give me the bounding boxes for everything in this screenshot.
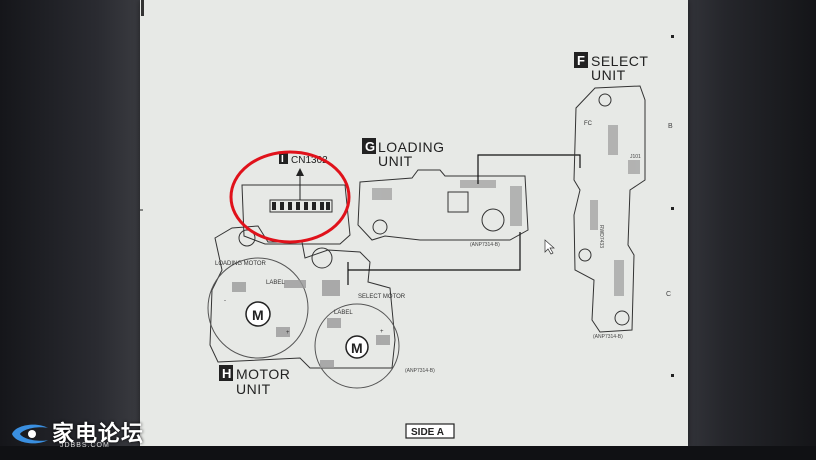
forum-logo-icon	[12, 424, 48, 444]
plus-sign-1: +	[286, 330, 290, 336]
loading-unit-line1: LOADING	[378, 139, 445, 155]
j101-label: J101	[630, 154, 641, 160]
mouse-cursor-icon	[544, 239, 555, 255]
label-text-2: LABEL	[334, 310, 353, 316]
rwd-label: RWD7433	[598, 225, 604, 248]
select-unit-part: (ANP7314-B)	[593, 334, 623, 340]
plus-sign-2: +	[380, 329, 384, 335]
select-unit-line2: UNIT	[591, 67, 626, 83]
motor-m-label: M	[252, 307, 264, 323]
watermark-url: JDBBS.COM	[60, 442, 110, 449]
side-a-label: SIDE A	[405, 423, 455, 439]
connector-pins	[272, 202, 330, 210]
select-unit-title: F SELECT UNIT	[574, 52, 648, 83]
loading-unit-part: (ANP7314-B)	[470, 242, 500, 248]
svg-text:I: I	[281, 154, 284, 165]
svg-text:H: H	[222, 366, 231, 381]
motor-unit-title: H MOTOR UNIT	[219, 365, 290, 397]
loading-unit-title: G LOADING UNIT	[362, 138, 445, 169]
grid-label-c: C	[666, 291, 671, 298]
connector-name: CN1302	[291, 155, 328, 166]
loading-unit-traces	[372, 180, 522, 226]
motor-unit-board	[207, 225, 400, 389]
select-unit-line1: SELECT	[591, 53, 648, 69]
arrow-up-icon	[296, 168, 304, 176]
svg-text:F: F	[577, 53, 585, 68]
select-motor-symbol: M	[345, 335, 369, 359]
pcb-diagram: M M LOADING MOTOR SELECT MOTOR LABEL LAB…	[139, 0, 674, 439]
loading-unit-board	[357, 169, 529, 241]
fc-label: FC	[584, 121, 593, 127]
motor-unit-part: (ANP7314-B)	[405, 368, 435, 374]
grid-label-b: B	[668, 123, 673, 130]
svg-text:G: G	[365, 139, 375, 154]
connector-board	[241, 184, 351, 245]
motor-m-label-2: M	[351, 340, 363, 356]
label-text-1: LABEL	[266, 280, 285, 286]
connecting-wires	[347, 154, 581, 285]
connector-title: I CN1302	[279, 152, 328, 166]
motor-unit-line2: UNIT	[236, 381, 271, 397]
monitor-bezel-left	[0, 0, 140, 460]
red-highlight-circle	[229, 150, 351, 244]
loading-motor-text: LOADING MOTOR	[215, 261, 267, 267]
loading-unit-line2: UNIT	[378, 153, 413, 169]
motor-unit-line1: MOTOR	[236, 366, 290, 382]
watermark-text: 家电论坛	[52, 422, 145, 447]
monitor-bezel-right	[686, 0, 816, 460]
select-unit-board	[573, 85, 646, 333]
motor-traces	[232, 280, 390, 368]
select-unit-traces	[590, 125, 640, 296]
minus-sign-1: -	[224, 298, 226, 304]
monitor-bottom-bezel	[0, 446, 816, 460]
loading-motor-symbol: M	[245, 301, 271, 327]
schematic-sheet: M M LOADING MOTOR SELECT MOTOR LABEL LAB…	[139, 0, 688, 447]
select-motor-text: SELECT MOTOR	[358, 294, 406, 300]
svg-text:SIDE A: SIDE A	[411, 427, 444, 438]
